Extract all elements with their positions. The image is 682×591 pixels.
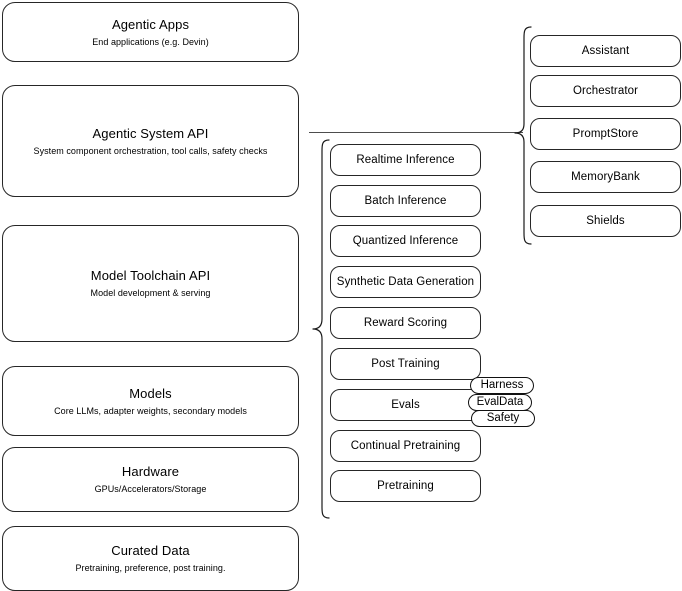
layer-title: Curated Data [111,543,190,558]
toolchain-chip-evals[interactable]: Evals [330,389,481,421]
chip-label: Shields [586,215,625,227]
pill-label: EvalData [476,396,524,408]
system-chip-shields[interactable]: Shields [530,205,681,237]
evals-pill-evaldata[interactable]: EvalData [468,394,532,411]
chip-label: Realtime Inference [356,154,455,166]
layer-box-agentic-system-api[interactable]: Agentic System API System component orch… [2,85,299,197]
layer-title: Model Toolchain API [90,268,211,283]
chip-label: MemoryBank [571,171,640,183]
system-chip-orchestrator[interactable]: Orchestrator [530,75,681,107]
chip-label: Batch Inference [364,195,447,207]
toolchain-chip-synthetic-data-generation[interactable]: Synthetic Data Generation [330,266,481,298]
pill-label: Harness [480,379,524,391]
system-chip-promptstore[interactable]: PromptStore [530,118,681,150]
evals-pill-harness[interactable]: Harness [470,377,534,394]
system-chip-memorybank[interactable]: MemoryBank [530,161,681,193]
brace-system-components [514,26,532,245]
toolchain-chip-batch-inference[interactable]: Batch Inference [330,185,481,217]
toolchain-chip-pretraining[interactable]: Pretraining [330,470,481,502]
toolchain-chip-reward-scoring[interactable]: Reward Scoring [330,307,481,339]
system-chip-assistant[interactable]: Assistant [530,35,681,67]
chip-label: PromptStore [572,128,639,140]
toolchain-chip-realtime-inference[interactable]: Realtime Inference [330,144,481,176]
chip-label: Quantized Inference [352,235,459,247]
layer-box-curated-data[interactable]: Curated Data Pretraining, preference, po… [2,526,299,591]
toolchain-chip-quantized-inference[interactable]: Quantized Inference [330,225,481,257]
chip-label: Reward Scoring [363,317,448,329]
layer-subtitle: Pretraining, preference, post training. [75,563,226,573]
evals-pill-safety[interactable]: Safety [471,410,535,427]
layer-title: Hardware [121,464,180,479]
layer-title: Models [129,385,172,401]
layer-subtitle: System component orchestration, tool cal… [33,145,268,156]
layer-box-models[interactable]: Models Core LLMs, adapter weights, secon… [2,366,299,436]
layer-box-model-toolchain-api[interactable]: Model Toolchain API Model development & … [2,225,299,342]
layer-subtitle: Model development & serving [90,288,211,298]
layer-subtitle: GPUs/Accelerators/Storage [94,484,207,494]
chip-label: Assistant [581,45,630,57]
layer-box-agentic-apps[interactable]: Agentic Apps End applications (e.g. Devi… [2,2,299,62]
chip-label: Pretraining [377,480,434,492]
connector-line-system-api-to-components [309,132,523,133]
chip-label: Orchestrator [572,85,639,97]
chip-label: Continual Pretraining [350,440,461,452]
toolchain-chip-continual-pretraining[interactable]: Continual Pretraining [330,430,481,462]
chip-label: Synthetic Data Generation [336,276,475,288]
chip-label: Post Training [371,358,440,370]
brace-toolchain-components [312,139,330,519]
pill-label: Safety [486,412,520,424]
toolchain-chip-post-training[interactable]: Post Training [330,348,481,380]
layer-title: Agentic System API [92,125,209,141]
layer-title: Agentic Apps [111,16,190,32]
layer-subtitle: End applications (e.g. Devin) [92,36,209,47]
layer-box-hardware[interactable]: Hardware GPUs/Accelerators/Storage [2,447,299,512]
chip-label: Evals [391,399,420,411]
layer-subtitle: Core LLMs, adapter weights, secondary mo… [54,405,247,416]
